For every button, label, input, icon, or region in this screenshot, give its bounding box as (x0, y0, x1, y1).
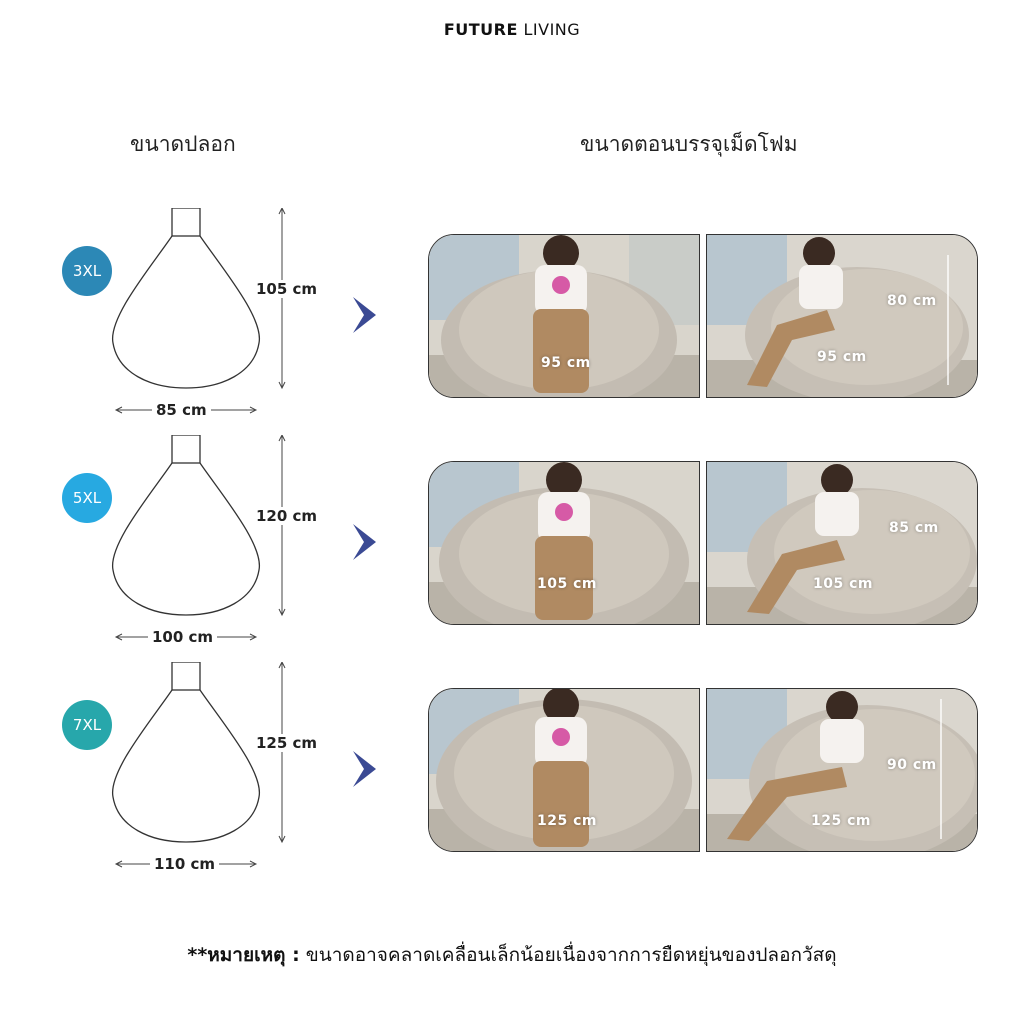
brand-word-living: LIVING (523, 20, 581, 39)
front-view-photo: 105 cm (428, 461, 700, 625)
front-width-label: 95 cm (541, 355, 591, 371)
size-row-7xl: 7XL 125 cm 110 cm 125 cm (0, 662, 1024, 884)
brand-logo: FUTURE LIVING (0, 20, 1024, 39)
cover-width-label: 110 cm (150, 855, 220, 873)
footnote-text: ขนาดอาจคลาดเคลื่อนเล็กน้อยเนื่องจากการยื… (305, 944, 837, 966)
chevron-right-icon (353, 524, 376, 560)
chevron-right-icon (353, 297, 376, 333)
side-height-label: 90 cm (887, 757, 937, 773)
size-row-3xl: 3XL 105 cm 85 cm 95 cm (0, 208, 1024, 430)
brand-word-future: FUTURE (443, 20, 518, 39)
cover-outline-drawing (112, 208, 286, 414)
side-width-label: 125 cm (811, 813, 871, 829)
side-height-label: 85 cm (889, 520, 939, 536)
footnote-prefix: **หมายเหตุ : (187, 944, 300, 966)
side-view-photo: 85 cm 105 cm (706, 461, 978, 625)
front-view-photo: 95 cm (428, 234, 700, 398)
front-width-label: 105 cm (537, 576, 597, 592)
size-row-5xl: 5XL 120 cm 100 cm 105 cm (0, 435, 1024, 657)
chevron-right-icon (353, 751, 376, 787)
cover-height-label: 120 cm (252, 507, 322, 525)
cover-width-label: 100 cm (148, 628, 218, 646)
size-badge: 3XL (62, 246, 112, 296)
cover-outline-drawing (112, 435, 286, 641)
cover-outline-drawing (112, 662, 286, 868)
size-badge: 5XL (62, 473, 112, 523)
front-width-label: 125 cm (537, 813, 597, 829)
filled-size-heading: ขนาดตอนบรรจุเม็ดโฟม (580, 132, 798, 156)
cover-height-label: 125 cm (252, 734, 322, 752)
side-height-label: 80 cm (887, 293, 937, 309)
cover-height-label: 105 cm (252, 280, 322, 298)
footnote: **หมายเหตุ : ขนาดอาจคลาดเคลื่อนเล็กน้อยเ… (0, 940, 1024, 970)
side-width-label: 95 cm (817, 349, 867, 365)
cover-width-label: 85 cm (152, 401, 211, 419)
side-view-photo: 80 cm 95 cm (706, 234, 978, 398)
cover-size-heading: ขนาดปลอก (130, 132, 236, 156)
side-width-label: 105 cm (813, 576, 873, 592)
front-view-photo: 125 cm (428, 688, 700, 852)
side-view-photo: 90 cm 125 cm (706, 688, 978, 852)
size-badge: 7XL (62, 700, 112, 750)
